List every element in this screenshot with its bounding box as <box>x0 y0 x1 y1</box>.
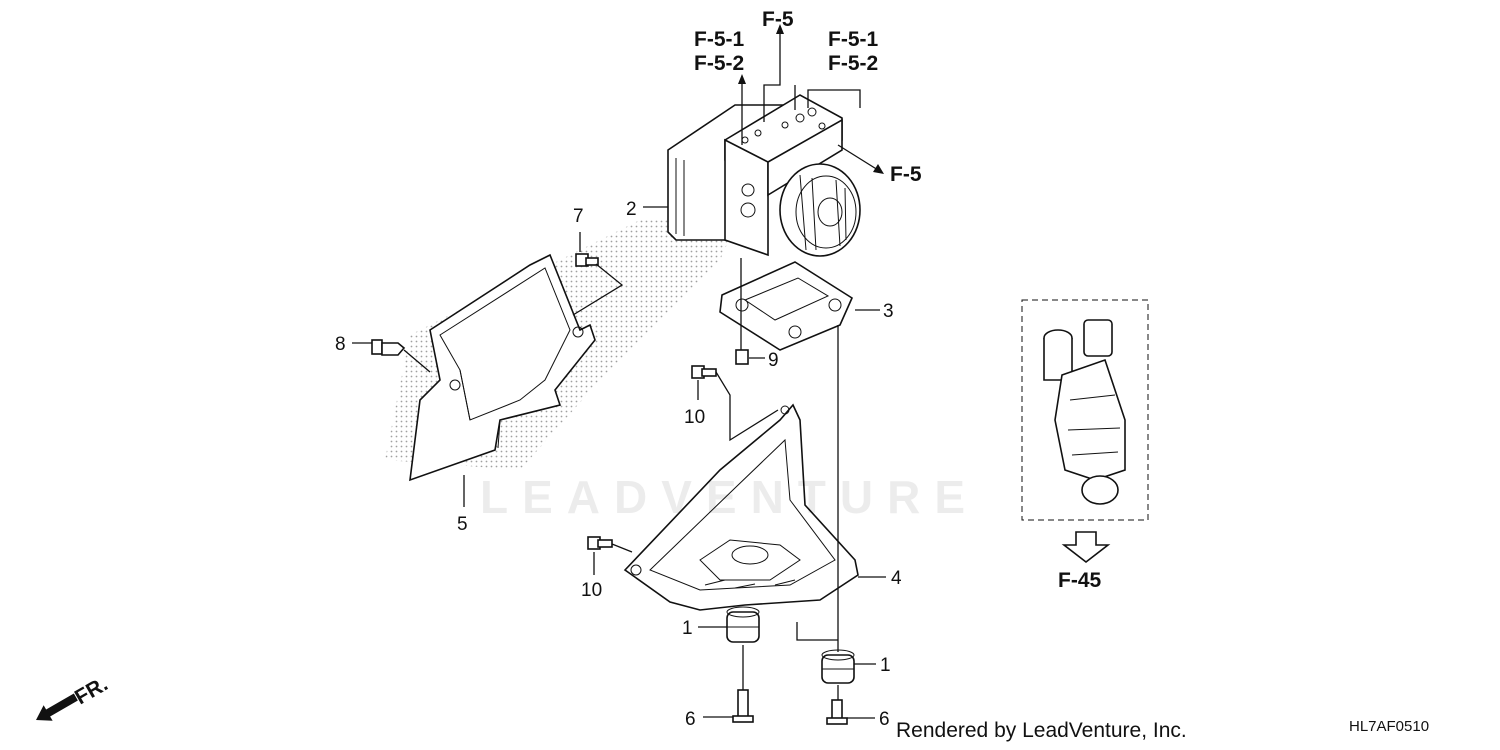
bolt-10-bottom <box>587 536 613 550</box>
callout-7: 7 <box>573 206 584 227</box>
callout-10-top: 10 <box>684 407 705 428</box>
ref-right-bottom: F-5-2 <box>828 52 878 75</box>
callout-1-right: 1 <box>880 655 891 676</box>
callout-8: 8 <box>335 334 346 355</box>
leader-lines <box>352 24 886 719</box>
ref-right-top: F-5-1 <box>828 28 878 51</box>
inset-frame <box>1021 299 1149 521</box>
mounting-plate <box>719 261 854 351</box>
callout-6-left: 6 <box>685 709 696 730</box>
ref-left-bottom: F-5-2 <box>694 52 744 75</box>
hollow-down-arrow-icon <box>1061 531 1111 564</box>
abs-main-bracket <box>623 403 859 611</box>
callout-1-left: 1 <box>682 618 693 639</box>
abs-modulator-unit <box>667 94 861 257</box>
rubber-mount-right <box>821 649 855 684</box>
callout-5: 5 <box>457 514 468 535</box>
callout-3: 3 <box>883 301 894 322</box>
inset-sensor-assembly <box>1043 319 1126 505</box>
callout-2: 2 <box>626 199 637 220</box>
ref-center: F-5 <box>762 8 794 31</box>
bolt-7 <box>575 253 599 267</box>
render-credit: Rendered by LeadVenture, Inc. <box>896 719 1187 742</box>
bolt-10-top <box>691 365 717 379</box>
ref-left-top: F-5-1 <box>694 28 744 51</box>
callout-4: 4 <box>891 568 902 589</box>
ref-inset: F-45 <box>1058 569 1102 592</box>
watermark: LEADVENTURE <box>480 471 980 523</box>
clip-8 <box>371 339 406 356</box>
bolt-9 <box>735 349 749 365</box>
rubber-mount-left <box>726 606 760 643</box>
bolt-6-left <box>732 689 754 723</box>
fr-label: FR. <box>71 672 112 709</box>
ref-side: F-5 <box>890 163 922 186</box>
fr-direction-arrow-icon <box>36 693 78 721</box>
bolt-6-right <box>826 699 848 725</box>
diagram-code: HL7AF0510 <box>1349 718 1430 735</box>
callout-9: 9 <box>768 350 779 371</box>
callout-6-right: 6 <box>879 709 890 730</box>
abs-cover <box>409 253 596 482</box>
callout-10-bottom: 10 <box>581 580 602 601</box>
